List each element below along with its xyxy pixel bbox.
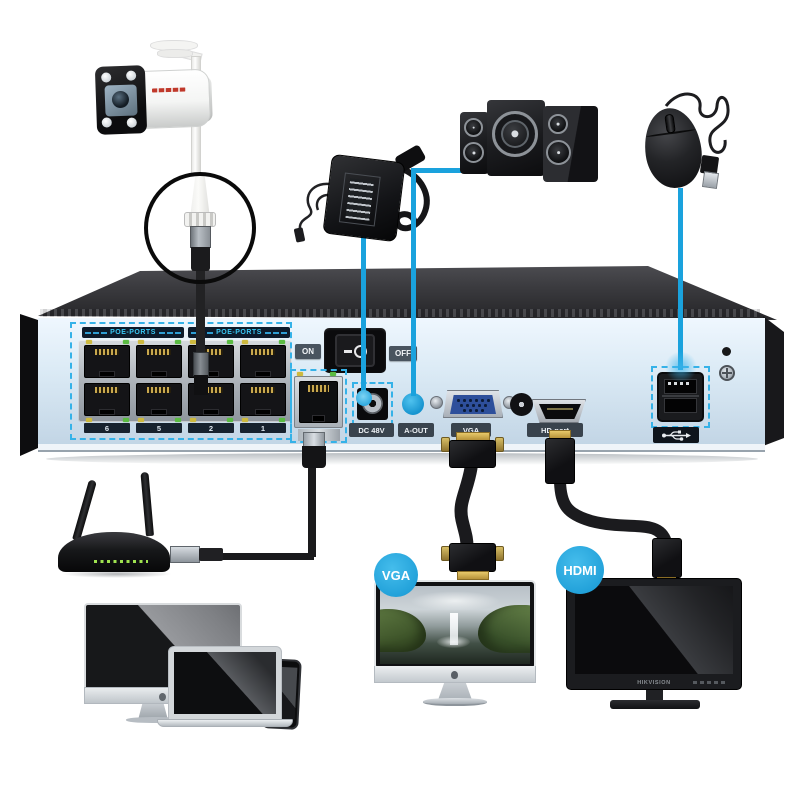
- dc-plug: [294, 227, 305, 243]
- nvr-top-face: [38, 266, 777, 320]
- apple-logo-icon: [451, 671, 458, 679]
- macbook: [168, 646, 282, 720]
- poe-ports-label-right: POE-PORTS: [216, 329, 262, 336]
- power-adapter-label: [338, 172, 381, 227]
- usb-line-glow: [664, 352, 698, 382]
- dc-48v-label: DC 48V: [349, 423, 394, 437]
- hdmi-connector-top: [545, 438, 575, 484]
- port-number-seg-2: 5: [136, 423, 182, 433]
- power-on-label: ON: [295, 344, 321, 359]
- rca-jack[interactable]: [510, 393, 533, 416]
- poe-port-2[interactable]: [136, 345, 182, 378]
- camera-cable-black: [196, 268, 205, 356]
- audio-out-label: A-OUT: [398, 423, 434, 437]
- speaker-left: [460, 112, 489, 174]
- ethernet-rj45-nvr-end: [303, 432, 325, 447]
- poe-port-5[interactable]: [84, 383, 130, 416]
- speaker-right: [543, 106, 598, 182]
- vga-port[interactable]: [443, 390, 503, 418]
- vga-cable: [454, 461, 478, 554]
- subwoofer: [487, 100, 545, 176]
- vga-connector-bottom: [449, 543, 496, 572]
- connector-highlight-circle: [144, 172, 256, 284]
- nvr-top-front-edge: [40, 309, 760, 317]
- ethernet-boot-router-end: [199, 548, 223, 561]
- hdmi-monitor-buttons: [693, 681, 727, 684]
- vga-screw-left: [430, 396, 443, 409]
- poe-ports-header-right: POE-PORTS: [188, 327, 290, 338]
- power-rocker-switch[interactable]: [324, 328, 386, 373]
- hdmi-port[interactable]: [532, 399, 586, 423]
- camera-front: [94, 65, 148, 135]
- adapter-dc-wire: [298, 182, 339, 231]
- power-adapter: [322, 153, 406, 243]
- router: [58, 532, 170, 572]
- hdmi-monitor-brand: HIKVISION: [637, 680, 671, 686]
- port-number-seg-4: 1: [240, 423, 286, 433]
- port-number-seg-3: 2: [188, 423, 234, 433]
- adapter-to-dc-line: [361, 236, 366, 396]
- nvr-right-side: [763, 316, 784, 446]
- speaker-to-aout-line: [411, 168, 416, 396]
- nvr-shadow: [46, 453, 758, 465]
- lan-port[interactable]: [299, 381, 338, 423]
- vga-connector-top: [449, 440, 496, 468]
- power-off-label: OFF: [389, 346, 417, 361]
- hdmi-connector-bottom: [652, 538, 682, 578]
- port-number-seg-1: 6: [84, 423, 130, 433]
- poe-port-4[interactable]: [240, 345, 286, 378]
- nvr-bottom-edge: [38, 444, 765, 452]
- mouse-to-usb-line: [678, 188, 683, 370]
- vga-monitor-screen: [380, 586, 530, 664]
- poe-port-6[interactable]: [136, 383, 182, 416]
- nvr-left-side: [20, 314, 38, 456]
- dc-line-endpoint: [356, 390, 372, 406]
- ethernet-cable-horizontal: [218, 553, 314, 560]
- screw-icon: [719, 365, 735, 381]
- poe-port-1[interactable]: [84, 345, 130, 378]
- camera-lens: [104, 84, 138, 117]
- speaker-line-horizontal: [413, 168, 483, 173]
- hdmi-monitor-screen: [575, 586, 733, 674]
- hdmi-cable: [554, 476, 672, 548]
- poe-port-8[interactable]: [240, 383, 286, 416]
- mouse-cable: [664, 92, 730, 154]
- poe-ports-label-left: POE-PORTS: [110, 329, 156, 336]
- reset-hole: [722, 347, 731, 356]
- apple-logo-icon: [159, 693, 166, 701]
- hdmi-badge: HDMI: [556, 546, 604, 594]
- usb-badge: [653, 427, 699, 443]
- vga-monitor-chin: [374, 666, 536, 683]
- router-leds: [94, 560, 148, 563]
- audio-out-port[interactable]: [402, 393, 424, 415]
- poe-port-7[interactable]: [188, 383, 234, 416]
- mouse-wheel: [663, 114, 676, 135]
- ethernet-cable-vertical: [308, 462, 316, 557]
- usb-trident-icon: [662, 430, 691, 441]
- camera-plug-in-port: [193, 352, 209, 376]
- poe-ports-header-left: POE-PORTS: [82, 327, 184, 338]
- ethernet-rj45-router-end: [170, 546, 200, 563]
- vga-badge: VGA: [374, 553, 418, 597]
- hdmi-monitor: HIKVISION: [566, 578, 742, 690]
